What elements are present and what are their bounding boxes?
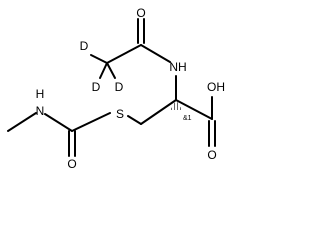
bonds	[7, 18, 216, 157]
bond-n-methyl	[7, 112, 37, 132]
atom-oh-acid: OH	[207, 80, 225, 94]
atom-s-thio: S	[116, 107, 124, 121]
bond-acetyl-c-cd3	[106, 44, 142, 64]
bond-acetyl-c-nh	[140, 44, 171, 63]
stereo-label: &1	[183, 115, 192, 122]
atom-o-acetyl: O	[136, 6, 145, 20]
atom-d-top: D	[80, 39, 89, 53]
atom-o-acid: O	[207, 148, 216, 162]
atom-d-left: D	[92, 80, 101, 94]
atom-h-methylamine: H	[36, 87, 45, 101]
bond-c-d-left	[99, 62, 108, 79]
bond-alpha-cooh	[175, 99, 213, 120]
bond-c-d-top	[90, 54, 108, 64]
structure-diagram: O D D D NH H N S O OH O &1	[7, 6, 225, 171]
bond-ch2-s	[127, 115, 142, 125]
stereo-hash-wedge	[170, 100, 182, 110]
bond-carbamoyl-c-n	[44, 113, 73, 132]
bond-s-carbamoyl	[71, 112, 111, 132]
bond-alpha-ch2	[140, 99, 177, 125]
atom-n-methylamine: N	[36, 104, 45, 118]
atom-d-right: D	[115, 80, 124, 94]
bond-c-d-right	[106, 62, 116, 79]
atom-nh-amide: NH	[169, 60, 186, 74]
atom-labels: O D D D NH H N S O OH O &1	[36, 6, 225, 171]
atom-o-carbamoyl: O	[67, 157, 76, 171]
